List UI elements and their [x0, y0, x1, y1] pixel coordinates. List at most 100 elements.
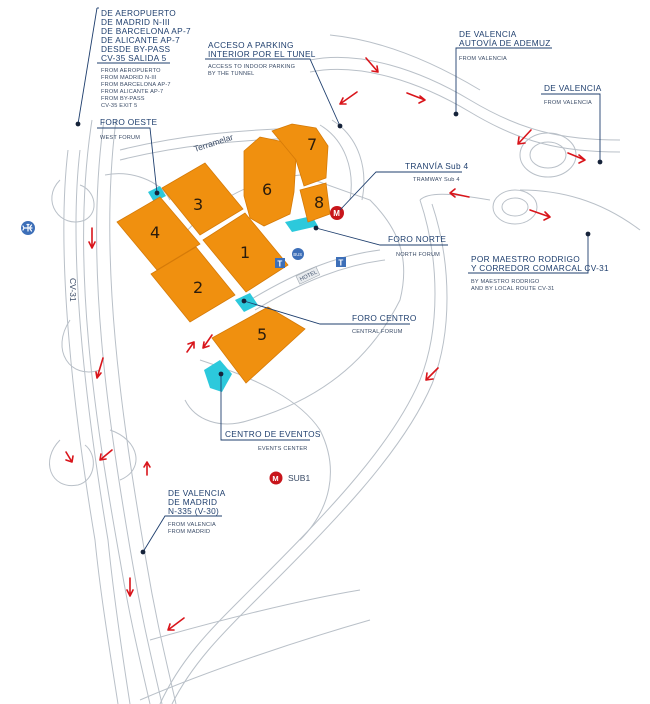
hall-label-7: 7 [307, 135, 317, 154]
callout-foro-norte: FORO NORTE NORTH FORUM [313, 225, 448, 258]
callout-foro-oeste: FORO OESTE WEST FORUM [97, 117, 160, 196]
hall-numbers: 1 2 3 4 5 6 7 8 [150, 135, 324, 344]
road-label-terramelar: Terramelar [193, 132, 235, 154]
callout-parking: ACCESO A PARKING INTERIOR POR EL TUNEL A… [205, 40, 343, 129]
madrid-sub-1: FROM VALENCIA [168, 522, 216, 528]
hall-7 [271, 123, 329, 187]
centro-eventos-sub: EVENTS CENTER [258, 446, 308, 452]
foro-norte-title: FORO NORTE [388, 234, 446, 244]
aeropuerto-title-3: DE BARCELONA AP-7 [101, 26, 191, 36]
arrow-1 [365, 57, 379, 73]
hall-label-4: 4 [150, 223, 160, 242]
traffic-arrows [65, 57, 586, 631]
arrow-14 [186, 341, 195, 353]
callout-ademuz: DE VALENCIA AUTOVÍA DE ADEMUZ FROM VALEN… [453, 29, 552, 117]
tranvia-sub: TRAMWAY Sub 4 [413, 177, 460, 183]
aeropuerto-title-6: CV-35 SALIDA 5 [101, 53, 167, 63]
madrid-title-2: DE MADRID [168, 497, 217, 507]
maestro-title-1: POR MAESTRO RODRIGO [471, 254, 580, 264]
callout-centro-eventos: CENTRO DE EVENTOS EVENTS CENTER [218, 371, 321, 452]
aeropuerto-title-2: DE MADRID N-III [101, 17, 170, 27]
svg-text:T: T [338, 259, 343, 268]
ademuz-sub-1: FROM VALENCIA [459, 56, 507, 62]
foro-centro-sub: CENTRAL FORUM [352, 329, 403, 335]
hall-label-5: 5 [257, 325, 267, 344]
valencia-east-sub: FROM VALENCIA [544, 100, 592, 106]
bus-icon: BUS [292, 248, 304, 260]
aeropuerto-sub-2: FROM MADRID N-III [101, 75, 157, 81]
hall-6 [243, 136, 297, 227]
svg-text:M: M [333, 209, 340, 218]
hall-label-3: 3 [193, 195, 203, 214]
arrow-9 [88, 227, 96, 249]
foro-oeste-sub: WEST FORUM [100, 135, 140, 141]
madrid-title-1: DE VALENCIA [168, 488, 226, 498]
parking-sub-2: BY THE TUNNEL [208, 71, 254, 77]
callout-tranvia: TRANVÍA Sub 4 TRAMWAY Sub 4 [339, 161, 468, 211]
sub1-label: SUB1 [288, 473, 310, 483]
ademuz-title-2: AUTOVÍA DE ADEMUZ [459, 38, 551, 48]
callout-aeropuerto: DE AEROPUERTO DE MADRID N-III DE BARCELO… [75, 7, 191, 127]
taxi-icon: T [336, 257, 346, 268]
foro-oeste-title: FORO OESTE [100, 117, 158, 127]
arrow-3 [406, 92, 426, 104]
madrid-sub-2: FROM MADRID [168, 529, 210, 535]
aeropuerto-title-4: DE ALICANTE AP-7 [101, 35, 180, 45]
callout-maestro: POR MAESTRO RODRIGO Y CORREDOR COMARCAL … [468, 231, 609, 292]
arrow-11 [65, 451, 74, 463]
aeropuerto-title-5: DESDE BY-PASS [101, 44, 171, 54]
hall-4 [116, 196, 201, 271]
hall-label-6: 6 [262, 180, 272, 199]
foro-norte-sub: NORTH FORUM [396, 252, 440, 258]
callout-valencia-east: DE VALENCIA FROM VALENCIA [541, 83, 603, 165]
maestro-sub-1: BY MAESTRO RODRIGO [471, 279, 540, 285]
arrow-4 [517, 129, 532, 145]
arrow-5 [567, 152, 586, 164]
hall-1 [202, 212, 289, 293]
callout-foro-centro: FORO CENTRO CENTRAL FORUM [241, 298, 417, 335]
airport-icon [21, 221, 35, 235]
metro-icon: M [269, 471, 283, 485]
hall-2 [150, 246, 236, 323]
callout-madrid: DE VALENCIA DE MADRID N-335 (V-30) FROM … [140, 488, 226, 555]
maestro-sub-2: AND BY LOCAL ROUTE CV-31 [471, 286, 554, 292]
hall-label-1: 1 [240, 243, 250, 262]
hall-3 [161, 162, 244, 236]
hall-8 [299, 182, 331, 223]
foro-centro-title: FORO CENTRO [352, 313, 417, 323]
centro-eventos-title: CENTRO DE EVENTOS [225, 429, 321, 439]
svg-text:M: M [272, 474, 278, 483]
arrow-16 [126, 577, 134, 597]
maestro-title-2: Y CORREDOR COMARCAL CV-31 [471, 263, 609, 273]
aeropuerto-sub-5: FROM BY-PASS [101, 96, 145, 102]
hotel-badge: HOTEL [295, 266, 321, 285]
arrow-17 [167, 617, 185, 631]
hall-label-8: 8 [314, 193, 324, 212]
arrow-12 [99, 449, 113, 461]
madrid-title-3: N-335 (V-30) [168, 506, 219, 516]
arrow-10 [95, 357, 104, 379]
tranvia-title: TRANVÍA Sub 4 [405, 161, 468, 171]
arrow-7 [529, 209, 551, 221]
ademuz-title-1: DE VALENCIA [459, 29, 517, 39]
exhibition-halls [116, 123, 331, 384]
road-label-cv31: CV-31 [68, 278, 78, 302]
aeropuerto-sub-6: CV-35 EXIT 5 [101, 103, 138, 109]
arrow-2 [339, 91, 358, 105]
parking-title-2: INTERIOR POR EL TUNEL [208, 49, 316, 59]
svg-text:T: T [277, 260, 282, 269]
aeropuerto-title-1: DE AEROPUERTO [101, 8, 176, 18]
svg-text:BUS: BUS [293, 252, 302, 257]
hall-5 [211, 306, 306, 384]
valencia-east-title: DE VALENCIA [544, 83, 602, 93]
parking-sub-1: ACCESS TO INDOOR PARKING [208, 64, 295, 70]
arrow-15 [202, 334, 213, 349]
arrow-6 [449, 188, 470, 198]
aeropuerto-sub-1: FROM AEROPUERTO [101, 68, 161, 74]
aeropuerto-sub-4: FROM ALICANTE AP-7 [101, 89, 163, 95]
hall-label-2: 2 [193, 278, 203, 297]
parking-title-1: ACCESO A PARKING [208, 40, 294, 50]
centro-eventos [204, 360, 232, 392]
forum-centro [235, 293, 258, 312]
